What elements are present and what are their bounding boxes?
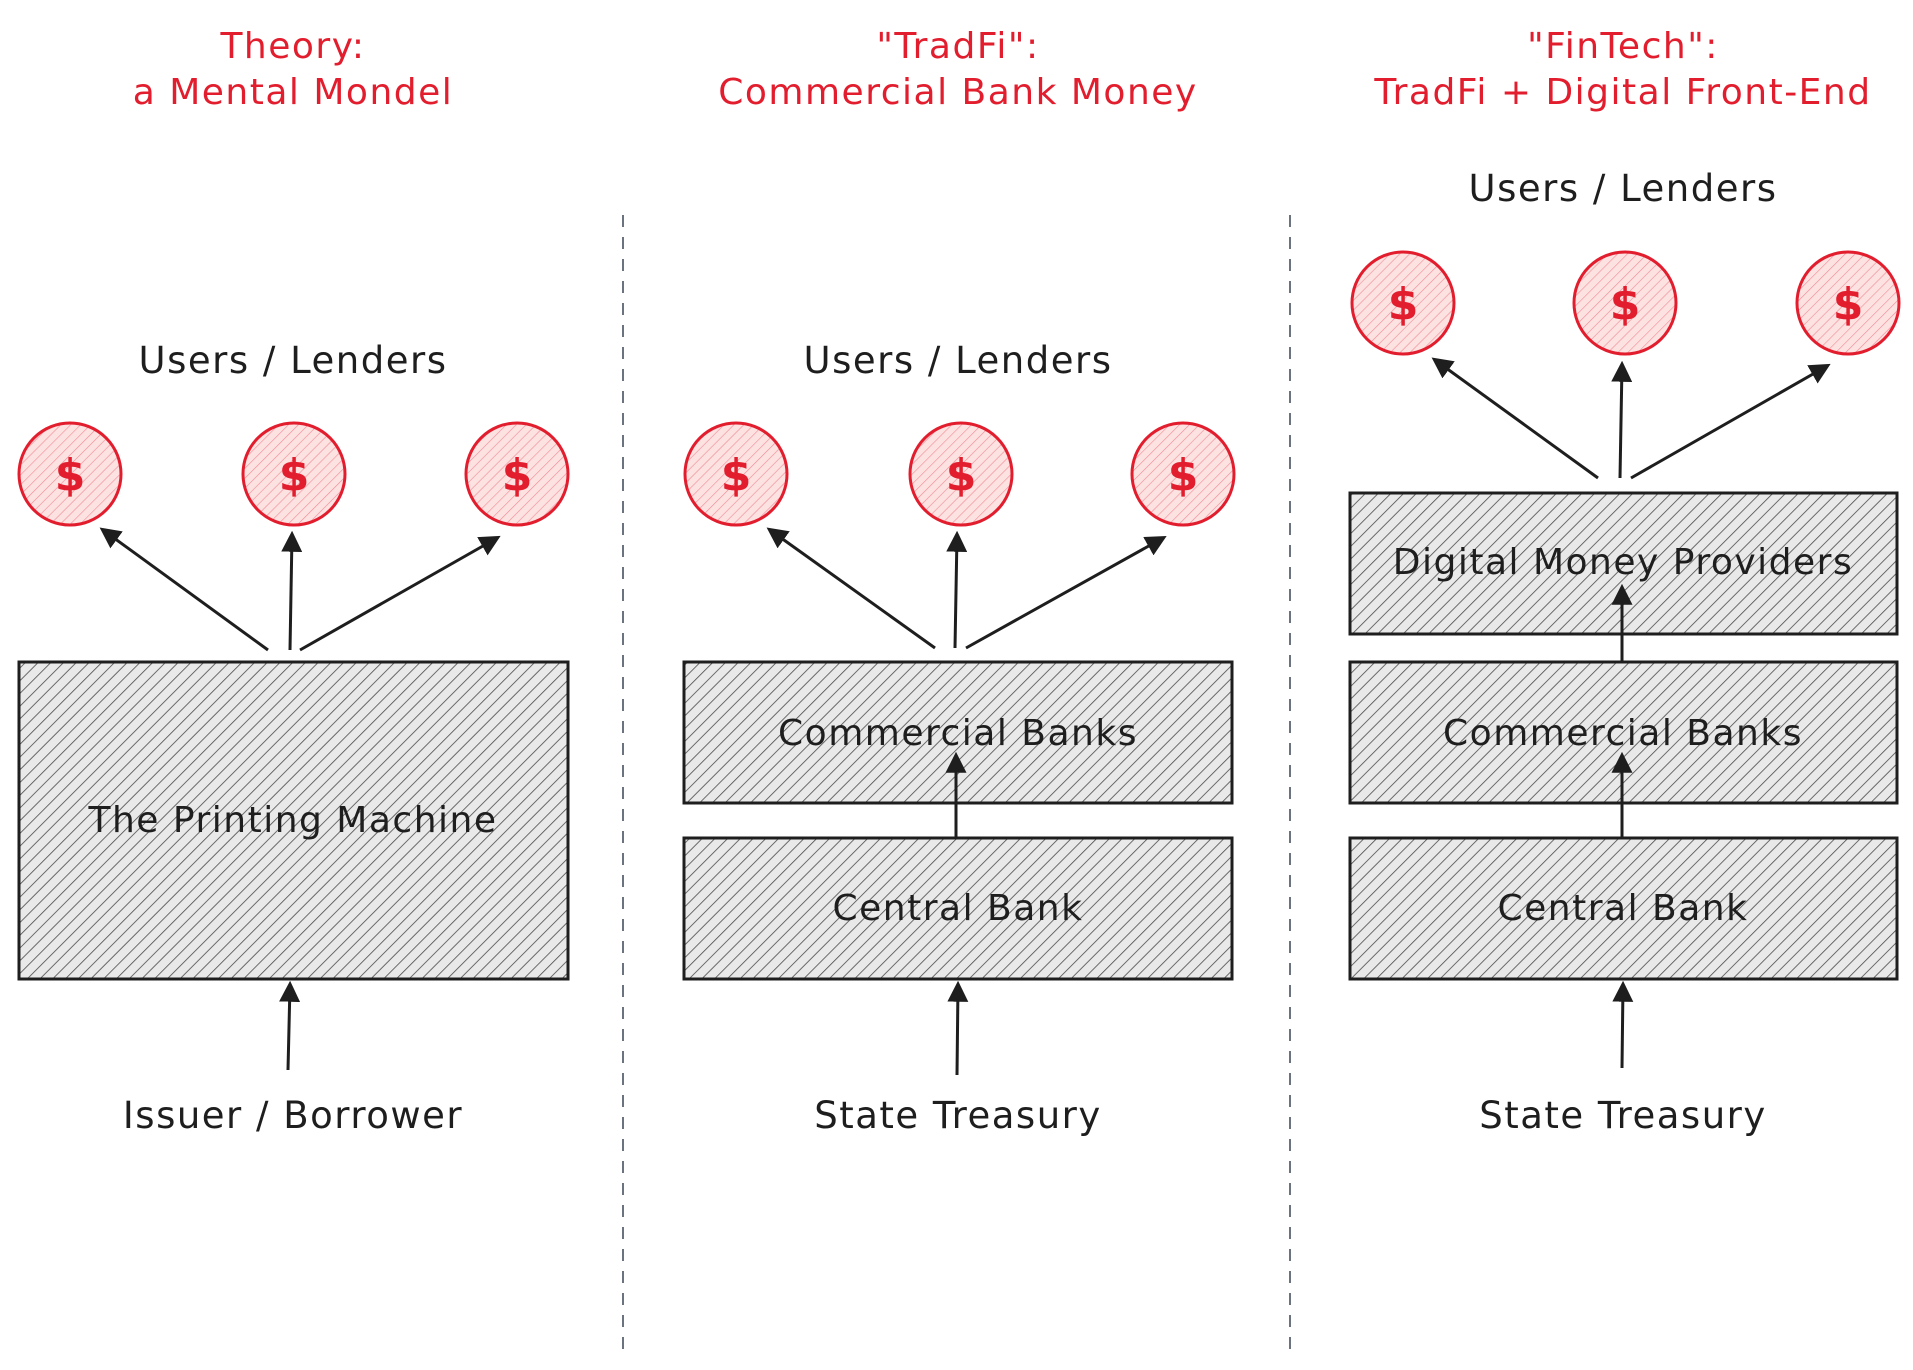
svg-text:$: $	[721, 450, 752, 501]
title-line-1: "FinTech":	[1527, 26, 1719, 67]
column-fintech: "FinTech": TradFi + Digital Front-End Us…	[1348, 26, 1901, 1137]
title-line-2: TradFi + Digital Front-End	[1373, 72, 1871, 113]
column-tradfi: "TradFi": Commercial Bank Money Users / …	[682, 26, 1236, 1137]
svg-text:$: $	[1610, 279, 1641, 330]
title-line-1: Theory:	[219, 26, 365, 67]
flow-arrow	[99, 527, 269, 652]
svg-text:$: $	[1168, 450, 1199, 501]
flow-arrow	[1611, 360, 1633, 479]
svg-text:Central Bank: Central Bank	[833, 888, 1084, 929]
central-bank-box: Central Bank	[1348, 836, 1899, 981]
commercial-banks-box: Commercial Banks	[682, 660, 1234, 805]
users-lenders-label: Users / Lenders	[1468, 167, 1777, 210]
central-bank-box: Central Bank	[682, 836, 1234, 981]
dollar-coin: $	[683, 421, 789, 527]
dollar-coin: $	[1350, 250, 1456, 356]
users-lenders-label: Users / Lenders	[138, 339, 447, 382]
svg-text:Digital Money Providers: Digital Money Providers	[1393, 542, 1853, 583]
flow-arrow	[299, 535, 501, 652]
flow-arrow	[279, 980, 301, 1071]
issuer-borrower-label: Issuer / Borrower	[123, 1094, 463, 1137]
svg-text:The Printing Machine: The Printing Machine	[87, 800, 497, 841]
title-line-2: a Mental Mondel	[133, 72, 454, 113]
printing-machine-box: The Printing Machine	[17, 660, 570, 981]
svg-text:$: $	[279, 450, 310, 501]
dollar-coin: $	[1572, 250, 1678, 356]
svg-text:$: $	[1833, 279, 1864, 330]
flow-arrow	[946, 530, 968, 649]
dollar-coin: $	[241, 421, 347, 527]
dollar-coin: $	[17, 421, 123, 527]
flow-arrow	[1431, 357, 1599, 480]
state-treasury-label: State Treasury	[1479, 1094, 1767, 1137]
users-lenders-label: Users / Lenders	[803, 339, 1112, 382]
svg-text:Commercial Banks: Commercial Banks	[1443, 713, 1803, 754]
dollar-coin: $	[1795, 250, 1901, 356]
state-treasury-label: State Treasury	[814, 1094, 1102, 1137]
dollar-coin: $	[464, 421, 570, 527]
svg-text:$: $	[946, 450, 977, 501]
flow-arrow	[281, 530, 303, 651]
svg-text:$: $	[1388, 279, 1419, 330]
title-line-2: Commercial Bank Money	[718, 72, 1197, 113]
svg-text:Central Bank: Central Bank	[1498, 888, 1749, 929]
flow-arrow	[766, 527, 936, 650]
flow-arrow	[1630, 363, 1831, 480]
svg-text:Commercial Banks: Commercial Banks	[778, 713, 1138, 754]
svg-text:$: $	[55, 450, 86, 501]
column-theory: Theory: a Mental Mondel Users / Lenders …	[17, 26, 570, 1137]
flow-arrow	[947, 980, 969, 1076]
dollar-coin: $	[908, 421, 1014, 527]
flow-arrow	[965, 535, 1167, 650]
title-line-1: "TradFi":	[876, 26, 1039, 67]
dollar-coin: $	[1130, 421, 1236, 527]
flow-arrow	[1612, 980, 1634, 1069]
svg-text:$: $	[502, 450, 533, 501]
